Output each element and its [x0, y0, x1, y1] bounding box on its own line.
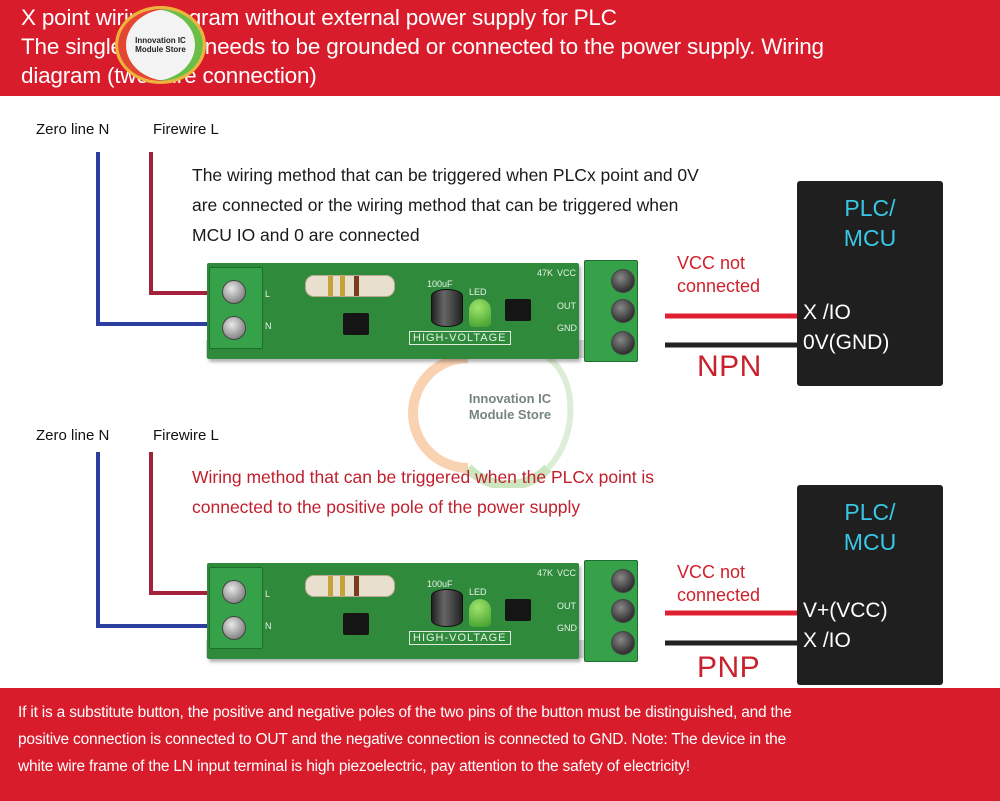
bottom-neutral-wire: [96, 452, 220, 628]
resistor-band: [354, 576, 359, 596]
logo-text-1: Innovation IC: [135, 36, 186, 45]
bottom-silk-high-voltage: HIGH-VOLTAGE: [409, 631, 511, 645]
top-resistor: [305, 275, 395, 297]
bottom-vcc-note-1: VCC not: [677, 562, 746, 582]
top-silk-gnd: GND: [557, 323, 577, 333]
bottom-vcc-note: VCC not connected: [677, 561, 760, 607]
top-note: The wiring method that can be triggered …: [192, 160, 782, 250]
top-vcc-note-1: VCC not: [677, 253, 746, 273]
bottom-note-line-1: Wiring method that can be triggered when…: [192, 467, 655, 487]
top-zero-line-label: Zero line N: [36, 121, 110, 138]
watermark-text: Innovation IC Module Store: [440, 391, 580, 423]
bottom-zero-line-label: Zero line N: [36, 427, 110, 444]
top-note-line-2: are connected or the wiring method that …: [192, 195, 679, 215]
top-neutral-wire: [96, 152, 220, 326]
bottom-silk-47k: 47K: [537, 568, 554, 578]
bottom-led: [469, 599, 491, 627]
screw-icon: [222, 580, 246, 604]
top-plc-title-1: PLC/: [844, 195, 896, 221]
screw-icon: [222, 280, 246, 304]
watermark-line-1: Innovation IC: [468, 391, 552, 406]
screw-icon: [222, 316, 246, 340]
top-banner: X point wiring diagram without external …: [0, 0, 1000, 96]
top-output-terminal: [584, 260, 638, 362]
bottom-note-line-2: connected to the positive pole of the po…: [192, 497, 581, 517]
screw-icon: [611, 331, 635, 355]
top-plc-pin-io: X /IO: [803, 301, 851, 324]
top-plc-title: PLC/ MCU: [797, 193, 943, 253]
top-input-terminal: [209, 267, 263, 349]
bottom-silk-n: N: [265, 621, 272, 631]
top-capacitor: [431, 289, 463, 327]
top-led: [469, 299, 491, 327]
resistor-band: [354, 276, 359, 296]
bottom-capacitor: [431, 589, 463, 627]
top-vcc-note: VCC not connected: [677, 252, 760, 298]
bottom-banner: If it is a substitute button, the positi…: [0, 688, 1000, 801]
resistor-band: [340, 576, 345, 596]
bottom-resistor: [305, 575, 395, 597]
resistor-band: [340, 276, 345, 296]
footer-line-3: white wire frame of the LN input termina…: [18, 758, 690, 775]
top-silk-n: N: [265, 321, 272, 331]
screw-icon: [222, 616, 246, 640]
bottom-note: Wiring method that can be triggered when…: [192, 462, 782, 522]
bottom-output-terminal: [584, 560, 638, 662]
top-module-board: L N 100uF LED 47K VCC OUT GND HIGH-VOLTA…: [207, 263, 579, 359]
screw-icon: [611, 569, 635, 593]
top-silk-47k: 47K: [537, 268, 554, 278]
bottom-plc-title-1: PLC/: [844, 499, 896, 525]
screw-icon: [611, 631, 635, 655]
bottom-input-terminal: [209, 567, 263, 649]
bottom-rectifier-chip: [343, 613, 369, 635]
top-plc-mcu-box: PLC/ MCU X /IO 0V(GND): [797, 181, 943, 386]
top-fire-line-label: Firewire L: [153, 121, 219, 138]
top-silk-out: OUT: [557, 301, 576, 311]
top-optocoupler-chip: [505, 299, 531, 321]
bottom-silk-led: LED: [469, 587, 487, 597]
top-silk-cap: 100uF: [427, 279, 453, 289]
bottom-plc-title: PLC/ MCU: [797, 497, 943, 557]
top-silk-l: L: [265, 289, 271, 299]
bottom-plc-title-2: MCU: [843, 529, 897, 555]
bottom-silk-cap: 100uF: [427, 579, 453, 589]
footer-text: If it is a substitute button, the positi…: [18, 699, 983, 780]
top-note-line-1: The wiring method that can be triggered …: [192, 165, 699, 185]
watermark-line-2: Module Store: [468, 407, 552, 422]
resistor-band: [328, 576, 333, 596]
bottom-plc-pin-io: X /IO: [803, 629, 851, 652]
top-plc-title-2: MCU: [843, 225, 897, 251]
top-vcc-note-2: connected: [677, 276, 761, 296]
top-plc-pin-gnd: 0V(GND): [803, 331, 890, 354]
footer-line-2: positive connection is connected to OUT …: [18, 731, 787, 748]
top-fire-wire: [149, 152, 220, 295]
logo-text-2: Module Store: [135, 45, 186, 54]
top-silk-led: LED: [469, 287, 487, 297]
top-silk-high-voltage: HIGH-VOLTAGE: [409, 331, 511, 345]
top-note-line-3: MCU IO and 0 are connected: [192, 225, 420, 245]
screw-icon: [611, 269, 635, 293]
bottom-fire-wire: [149, 452, 220, 595]
top-silk-vcc: VCC: [557, 268, 577, 278]
bottom-silk-out: OUT: [557, 601, 576, 611]
bottom-silk-vcc: VCC: [557, 568, 577, 578]
bottom-plc-mcu-box: PLC/ MCU V+(VCC) X /IO: [797, 485, 943, 685]
top-mode-npn: NPN: [697, 350, 762, 383]
bottom-optocoupler-chip: [505, 599, 531, 621]
resistor-band: [328, 276, 333, 296]
bottom-silk-l: L: [265, 589, 271, 599]
bottom-plc-pin-vcc: V+(VCC): [803, 599, 888, 622]
screw-icon: [611, 599, 635, 623]
screw-icon: [611, 299, 635, 323]
bottom-module-board: L N 100uF LED 47K VCC OUT GND HIGH-VOLTA…: [207, 563, 579, 659]
store-logo: Innovation IC Module Store: [115, 6, 206, 84]
bottom-mode-pnp: PNP: [697, 651, 761, 684]
bottom-fire-line-label: Firewire L: [153, 427, 219, 444]
top-rectifier-chip: [343, 313, 369, 335]
footer-line-1: If it is a substitute button, the positi…: [18, 704, 792, 721]
bottom-silk-gnd: GND: [557, 623, 577, 633]
bottom-vcc-note-2: connected: [677, 585, 761, 605]
